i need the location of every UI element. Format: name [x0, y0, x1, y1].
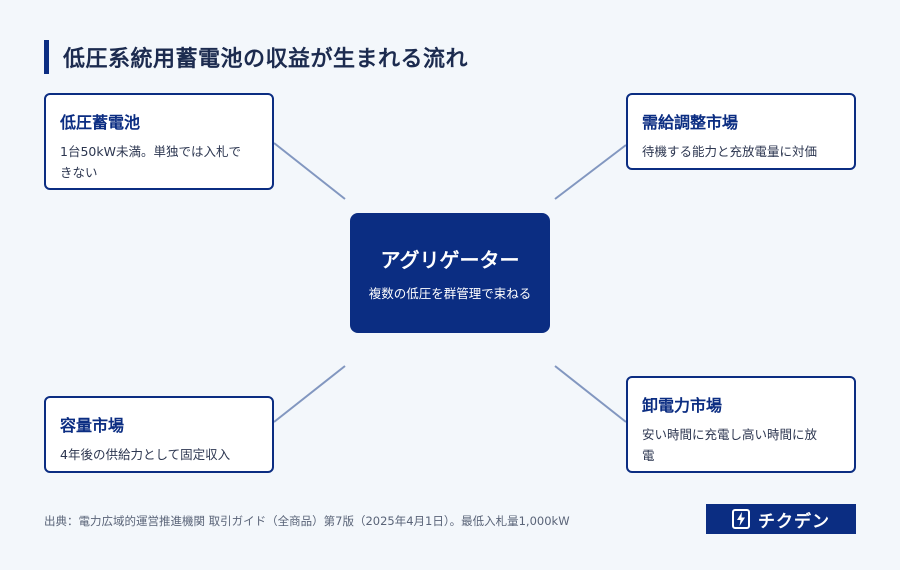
node-battery-description: 1台50kW未満。単独では入札で きない: [60, 141, 258, 183]
connector-wholesale-market: [554, 365, 627, 423]
node-battery-title: 低圧蓄電池: [60, 113, 141, 132]
page-title-group: 低圧系統用蓄電池の収益が生まれる流れ: [44, 40, 468, 74]
node-wholesale-market-description-line: 安い時間に充電し高い時間に放: [642, 427, 818, 442]
node-wholesale-market: 卸電力市場 安い時間に充電し高い時間に放 電: [626, 376, 856, 473]
node-balancing-market-description: 待機する能力と充放電量に対価: [642, 141, 840, 162]
title-accent-bar: [44, 40, 49, 74]
aggregator-title: アグリゲーター: [380, 248, 520, 272]
node-wholesale-market-description-line: 電: [642, 448, 655, 463]
node-battery-description-line: 1台50kW未満。単独では入札で: [60, 144, 241, 159]
page-title: 低圧系統用蓄電池の収益が生まれる流れ: [63, 47, 469, 72]
connector-battery: [273, 142, 346, 200]
brand-logo-text: チクデン: [758, 511, 830, 532]
lightning-bolt-icon: [732, 509, 750, 529]
node-wholesale-market-description: 安い時間に充電し高い時間に放 電: [642, 424, 840, 466]
node-capacity-market-description-line: 4年後の供給力として固定収入: [60, 447, 231, 462]
node-capacity-market: 容量市場 4年後の供給力として固定収入: [44, 396, 274, 473]
node-capacity-market-title: 容量市場: [60, 416, 125, 435]
node-wholesale-market-title: 卸電力市場: [642, 396, 723, 415]
node-battery-description-line: きない: [60, 165, 98, 180]
connector-capacity-market: [273, 365, 346, 423]
node-battery: 低圧蓄電池 1台50kW未満。単独では入札で きない: [44, 93, 274, 190]
source-note: 出典：電力広域的運営推進機関 取引ガイド（全商品）第7版（2025年4月1日）。…: [44, 514, 570, 528]
brand-logo: チクデン: [706, 504, 856, 534]
node-balancing-market-title: 需給調整市場: [642, 113, 739, 132]
aggregator-description: 複数の低圧を群管理で束ねる: [368, 286, 532, 301]
connector-balancing-market: [554, 144, 627, 200]
node-balancing-market: 需給調整市場 待機する能力と充放電量に対価: [626, 93, 856, 170]
node-balancing-market-description-line: 待機する能力と充放電量に対価: [642, 144, 818, 159]
node-capacity-market-description: 4年後の供給力として固定収入: [60, 444, 258, 465]
aggregator-node: アグリゲーター 複数の低圧を群管理で束ねる: [350, 213, 550, 333]
